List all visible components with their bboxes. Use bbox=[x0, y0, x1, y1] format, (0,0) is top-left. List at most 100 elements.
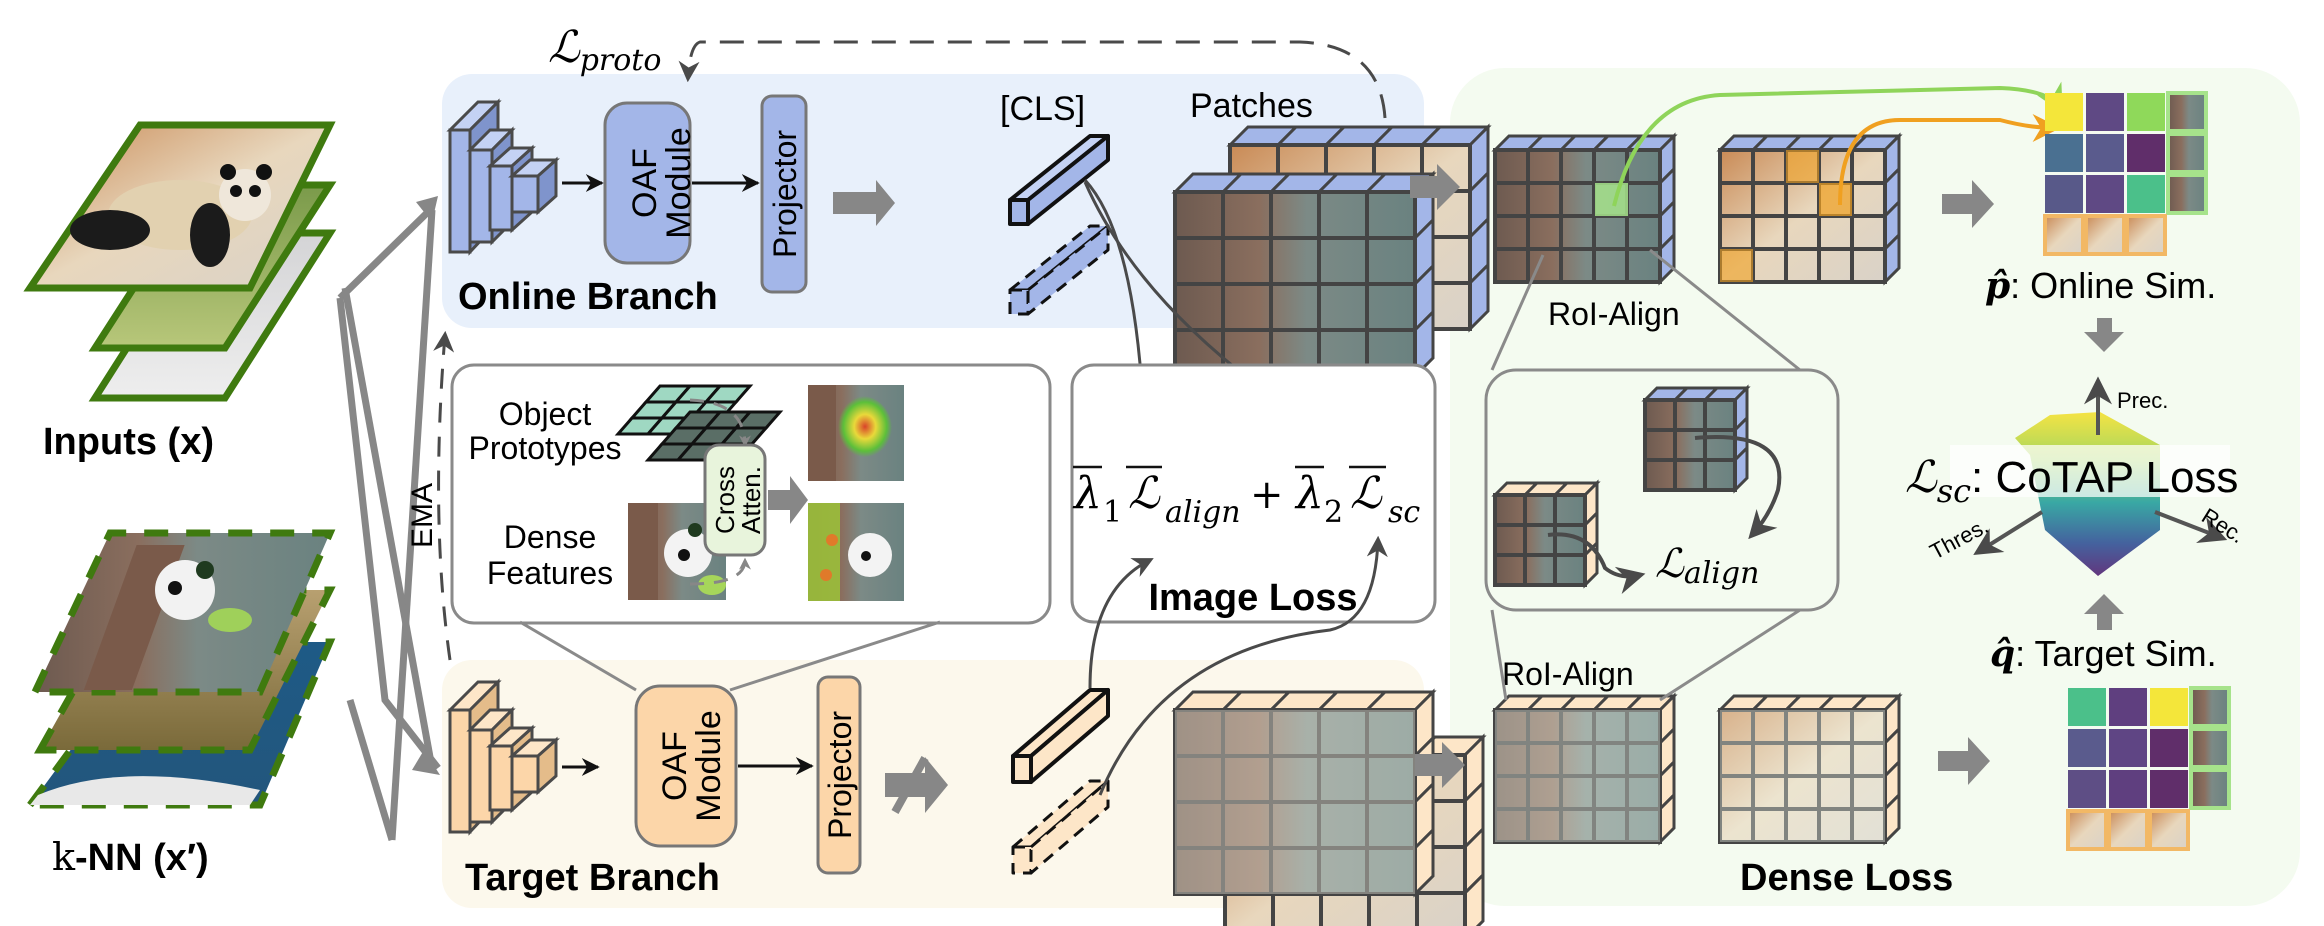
projector-online-label: Projector bbox=[767, 130, 803, 258]
patch-fade-overlay bbox=[1175, 710, 1415, 894]
match-highlight-orange bbox=[1819, 183, 1852, 216]
cls-label: [CLS] bbox=[1000, 90, 1085, 128]
patches-target bbox=[1171, 688, 1487, 926]
target-dense-grid-input bbox=[1716, 692, 1903, 846]
svg-text:λ: λ bbox=[1072, 468, 1102, 519]
arrow-online-cube-to-lalign bbox=[1694, 435, 1782, 540]
arrow-online-sim-to-cotap bbox=[2084, 318, 2124, 352]
svg-text:λ: λ bbox=[1294, 468, 1324, 519]
online-branch-title: Online Branch bbox=[458, 276, 718, 318]
arrow-cross-to-heatmaps bbox=[768, 476, 808, 524]
grid-fade-overlay bbox=[1720, 710, 1885, 842]
arrow-input-to-target bbox=[341, 287, 436, 769]
similarity-cell bbox=[2127, 175, 2165, 213]
row-patch-thumbnail bbox=[2166, 132, 2208, 174]
dense-loss-title: Dense Loss bbox=[1740, 857, 1953, 899]
ema-dashed-arrow bbox=[433, 330, 455, 661]
cotap-label-backdrop bbox=[1950, 445, 2230, 497]
match-curve-orange bbox=[1838, 113, 2061, 206]
zoom-line-4 bbox=[1659, 608, 1801, 702]
arrow-patches-to-dense-target bbox=[1415, 742, 1465, 788]
knn-image-1 bbox=[29, 529, 336, 696]
arrow-target-cube-to-lalign bbox=[1547, 532, 1646, 595]
align-zoom-cubes bbox=[1491, 384, 1751, 589]
cross-attention-block bbox=[703, 443, 767, 557]
cross-attention-label: CrossAtten. bbox=[710, 466, 766, 534]
patches-label: Patches bbox=[1190, 87, 1313, 125]
lproto-dashed-loop bbox=[678, 40, 1387, 119]
oaf-module-online bbox=[603, 101, 692, 265]
grid-fade-overlay bbox=[1495, 710, 1660, 842]
patches-online bbox=[1171, 123, 1492, 380]
similarity-cell bbox=[2109, 729, 2147, 767]
similarity-cell bbox=[2086, 93, 2124, 131]
similarity-cell bbox=[2045, 93, 2083, 131]
roi-align-bottom-label: RoI-Align bbox=[1502, 656, 1634, 692]
projector-online bbox=[760, 94, 808, 294]
cube-grid-cell bbox=[1703, 458, 1737, 492]
svg-text:sc: sc bbox=[1388, 495, 1420, 530]
knn-image-stack bbox=[23, 529, 336, 809]
similarity-cell bbox=[2068, 770, 2106, 808]
target-branch-title: Target Branch bbox=[465, 857, 720, 899]
similarity-cell bbox=[2068, 729, 2106, 767]
arrow-target-cls-to-lalign bbox=[1088, 558, 1154, 689]
gray-line-oaf-to-proto-box-2 bbox=[729, 620, 941, 692]
similarity-cell bbox=[2045, 134, 2083, 172]
cube-front-image bbox=[1645, 400, 1735, 490]
arrow-dense-to-target-sim bbox=[1938, 737, 1990, 785]
arrowhead-online-1 bbox=[416, 196, 438, 222]
arrow-target-cls-dashed-to-lsc bbox=[1098, 535, 1388, 796]
cube-grid-cell bbox=[1850, 807, 1887, 844]
target-encoder-icon bbox=[446, 678, 560, 836]
roi-align-top-label: RoI-Align bbox=[1548, 296, 1680, 332]
arrow-knn-to-online bbox=[388, 209, 436, 841]
dashed-arrow-proto-to-cross bbox=[689, 398, 751, 448]
stop-gradient-arrow bbox=[885, 756, 948, 814]
image-loss-formula: λ 1 ℒ align + λ 2 ℒ sc bbox=[1072, 465, 1420, 530]
online-encoder-icon bbox=[446, 98, 560, 256]
similarity-cell bbox=[2127, 134, 2165, 172]
oaf-module-target bbox=[634, 684, 738, 848]
knn-label: k-NN (x′) bbox=[52, 835, 209, 879]
similarity-cell bbox=[2086, 134, 2124, 172]
prototype-sheet-front bbox=[644, 410, 784, 462]
column-patch-thumbnail bbox=[2043, 214, 2085, 256]
similarity-cell bbox=[2045, 175, 2083, 213]
projector-target-label: Projector bbox=[822, 711, 858, 839]
ema-label: EMA bbox=[406, 483, 439, 548]
arrow-projector-to-cls-online bbox=[833, 180, 895, 226]
lalign-dense-label: ℒalign bbox=[1655, 541, 1759, 591]
arrow-patches-to-dense-online bbox=[1410, 164, 1460, 210]
cube-grid-cell bbox=[1625, 807, 1662, 844]
target-sim-label: q̂: Target Sim. bbox=[1990, 633, 2217, 675]
cls-token-target-dashed bbox=[1011, 779, 1110, 875]
oaf-module-online-label: OAFModule bbox=[626, 127, 698, 239]
similarity-cell bbox=[2109, 688, 2147, 726]
row-patch-thumbnail bbox=[2189, 686, 2231, 728]
match-highlight-orange bbox=[1720, 249, 1753, 282]
target-roi-cube bbox=[1491, 479, 1601, 589]
match-highlight-orange bbox=[1786, 150, 1819, 183]
inputs-label: Inputs (x) bbox=[43, 421, 214, 463]
heatmap-object bbox=[808, 385, 904, 481]
image-loss-title: Image Loss bbox=[1148, 577, 1357, 619]
zoom-line-1 bbox=[1490, 254, 1545, 371]
svg-text:ℒ: ℒ bbox=[1350, 468, 1383, 519]
cls-token-online bbox=[1008, 134, 1110, 226]
similarity-cell bbox=[2109, 770, 2147, 808]
similarity-cell bbox=[2150, 688, 2188, 726]
column-patch-thumbnail bbox=[2084, 214, 2126, 256]
similarity-cell bbox=[2150, 729, 2188, 767]
cube-grid-cell bbox=[1850, 247, 1887, 284]
zoom-line-2 bbox=[1649, 248, 1801, 372]
row-patch-thumbnail bbox=[2166, 173, 2208, 215]
column-patch-thumbnail bbox=[2066, 809, 2108, 851]
online-sim-label: p̂: Online Sim. bbox=[1985, 265, 2216, 307]
similarity-cell bbox=[2127, 93, 2165, 131]
row-patch-thumbnail bbox=[2189, 768, 2231, 810]
cube-grid-cell bbox=[1365, 846, 1417, 896]
